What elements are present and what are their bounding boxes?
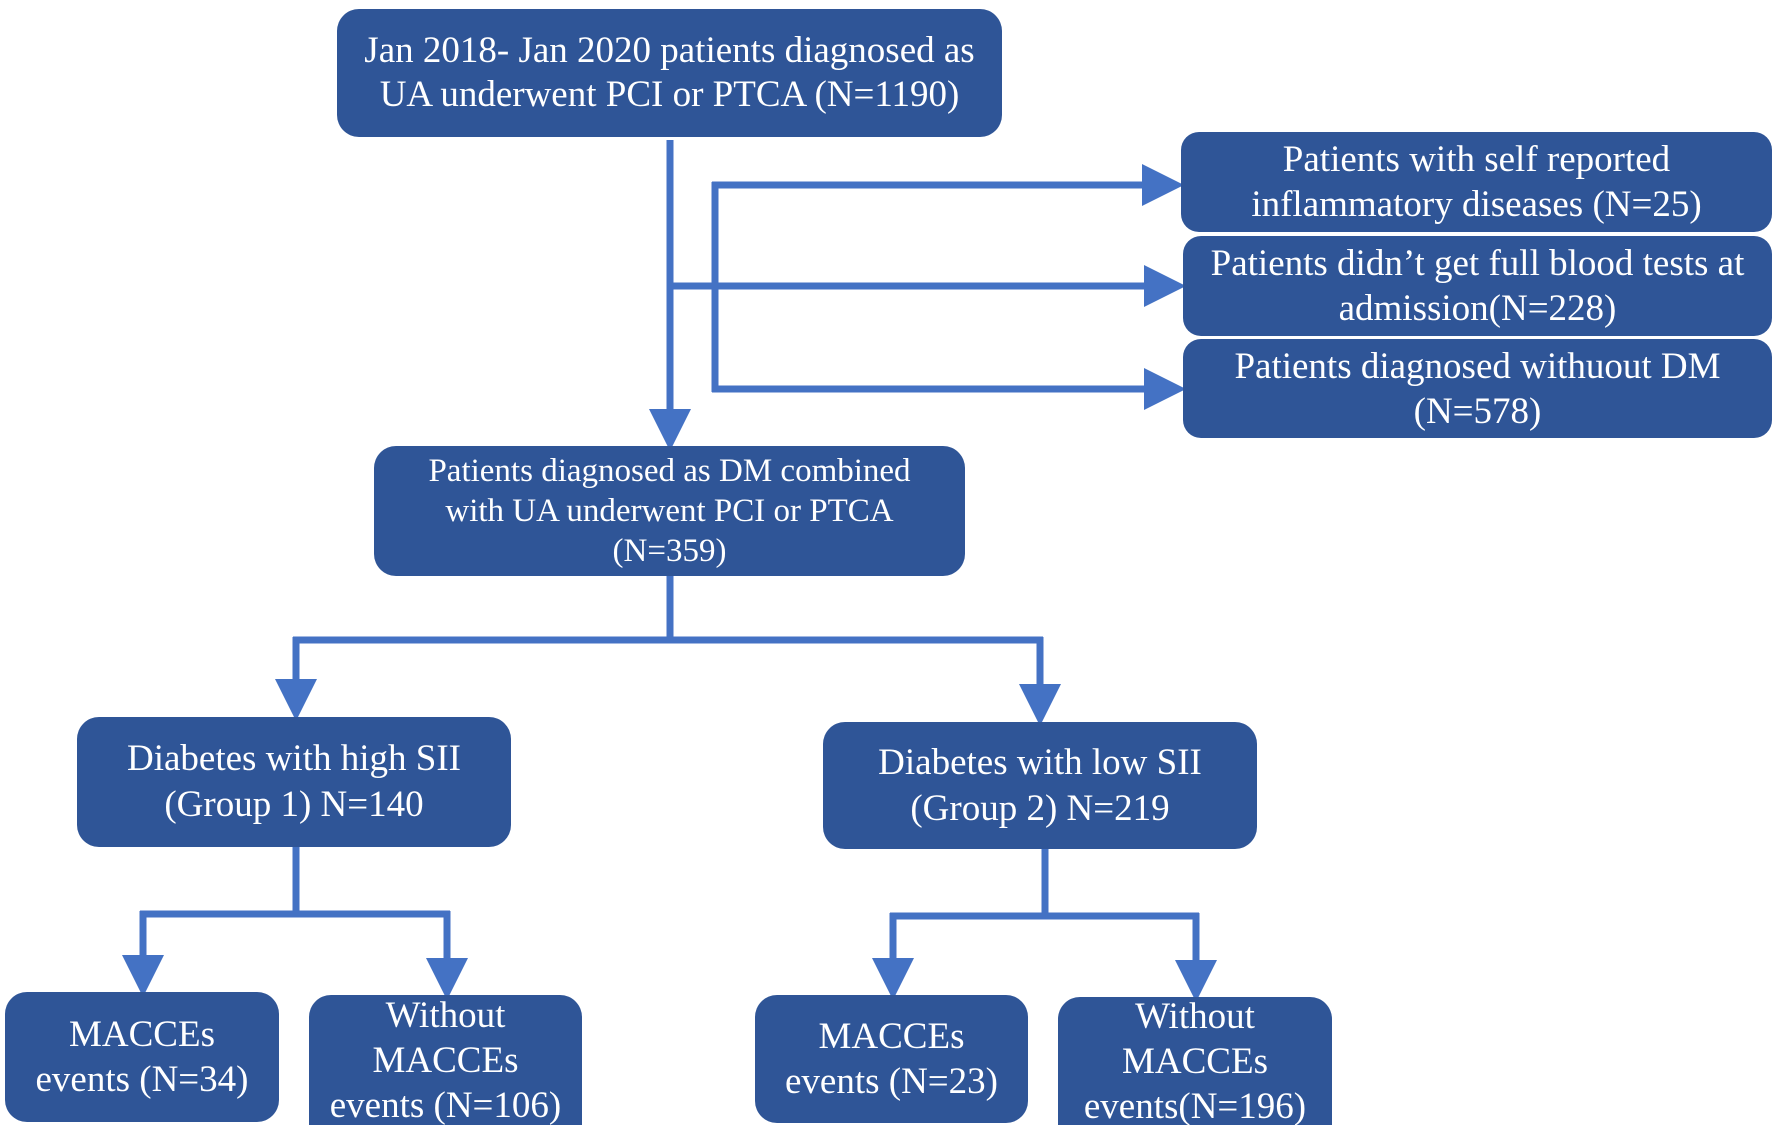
- exclusion-1-line-2: inflammatory diseases (N=25): [1251, 184, 1702, 225]
- cohort-line-1: Jan 2018- Jan 2020 patients diagnosed as: [364, 30, 975, 71]
- exclusion-1-line-1: Patients with self reported: [1282, 139, 1671, 180]
- g1-macce-line-1: MACCEs: [69, 1014, 215, 1055]
- included-line-2: with UA underwent PCI or PTCA: [445, 493, 894, 529]
- group-2-macce-box: MACCEs events (N=23): [755, 995, 1028, 1123]
- exclusion-2-line-2: admission(N=228): [1338, 288, 1617, 329]
- exclusion-box-no-dm: Patients diagnosed withuout DM (N=578): [1183, 339, 1772, 438]
- exclusion-box-inflammatory: Patients with self reported inflammatory…: [1181, 132, 1772, 232]
- g2-nomacce-line-2: MACCEs: [1122, 1040, 1268, 1082]
- g1-nomacce-line-3: events (N=106): [329, 1084, 562, 1126]
- included-line-1: Patients diagnosed as DM combined: [428, 453, 911, 489]
- cohort-box: Jan 2018- Jan 2020 patients diagnosed as…: [337, 9, 1002, 137]
- group-2-line-1: Diabetes with low SII: [878, 741, 1202, 783]
- g1-macce-line-2: events (N=34): [35, 1059, 249, 1100]
- group-1-box: Diabetes with high SII (Group 1) N=140: [77, 717, 511, 847]
- exclusion-3-line-1: Patients diagnosed withuout DM: [1234, 345, 1721, 387]
- included-line-3: (N=359): [612, 533, 727, 569]
- exclusion-2-line-1: Patients didn’t get full blood tests at: [1210, 243, 1745, 284]
- included-dm-box: Patients diagnosed as DM combined with U…: [374, 446, 965, 576]
- group-2-box: Diabetes with low SII (Group 2) N=219: [823, 722, 1257, 849]
- exclusion-box-blood-tests: Patients didn’t get full blood tests at …: [1183, 236, 1772, 336]
- g2-macce-line-2: events (N=23): [784, 1061, 998, 1102]
- g1-nomacce-line-2: MACCEs: [372, 1039, 519, 1081]
- group-2-line-2: (Group 2) N=219: [910, 787, 1170, 829]
- group-2-no-macce-box: Without MACCEs events(N=196): [1058, 995, 1332, 1127]
- g2-macce-line-1: MACCEs: [818, 1016, 965, 1057]
- g1-nomacce-line-1: Without: [385, 994, 506, 1036]
- group-1-macce-box: MACCEs events (N=34): [5, 992, 279, 1122]
- g2-nomacce-line-3: events(N=196): [1083, 1085, 1307, 1127]
- exclusion-3-line-2: (N=578): [1413, 390, 1542, 432]
- group-1-line-2: (Group 1) N=140: [164, 784, 424, 825]
- cohort-line-2: UA underwent PCI or PTCA (N=1190): [379, 74, 960, 115]
- group-1-no-macce-box: Without MACCEs events (N=106): [309, 994, 582, 1126]
- g2-nomacce-line-1: Without: [1135, 995, 1255, 1037]
- group-1-line-1: Diabetes with high SII: [127, 738, 461, 779]
